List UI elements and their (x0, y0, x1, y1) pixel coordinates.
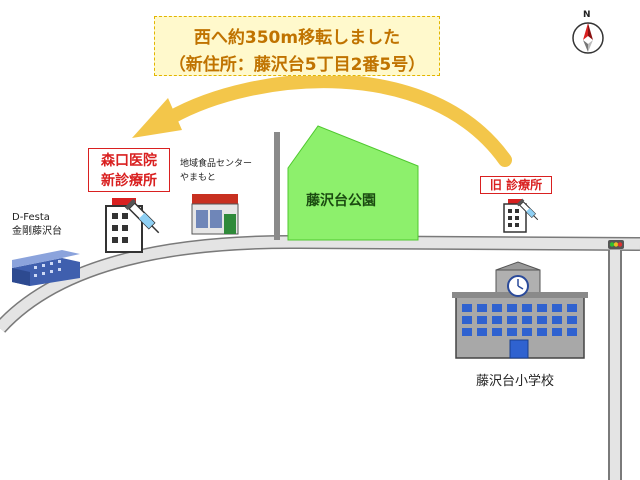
relocation-arrow (163, 74, 512, 167)
school-window (492, 304, 502, 312)
school-window (567, 328, 577, 336)
school-window (567, 316, 577, 324)
old-clinic-syringe-icon (516, 198, 539, 221)
north-compass-icon (572, 22, 604, 54)
school-window (537, 304, 547, 312)
traffic-signal-icon (608, 240, 624, 249)
school-window (522, 304, 532, 312)
school-window (462, 316, 472, 324)
notice-line-1: 西へ約350m移転しました (193, 28, 401, 48)
school-window (477, 328, 487, 336)
relocation-notice: 西へ約350m移転しました （新住所：藤沢台5丁目2番5号） (154, 16, 440, 76)
school-window (522, 316, 532, 324)
school-label: 藤沢台小学校 (476, 374, 555, 389)
school-window (507, 328, 517, 336)
school-window (462, 304, 472, 312)
food-store-line-2: やまもと (180, 173, 216, 183)
school-windows (462, 304, 577, 336)
school-window (492, 328, 502, 336)
street-pole (274, 132, 280, 240)
dfesta-building-icon (12, 250, 80, 286)
dfesta-label: D-Festa 金剛藤沢台 (12, 211, 62, 239)
school-window (552, 304, 562, 312)
school-window (552, 316, 562, 324)
food-store-label: 地域食品センター やまもと (180, 157, 252, 185)
food-store-line-1: 地域食品センター (180, 159, 253, 169)
new-clinic-name: 森口医院 (101, 153, 157, 169)
school-window (507, 304, 517, 312)
school-window (477, 316, 487, 324)
food-store-icon (191, 194, 239, 235)
notice-line-2: （新住所：藤沢台5丁目2番5号） (168, 55, 426, 75)
school-window (477, 304, 487, 312)
new-clinic-label: 森口医院 新診療所 (88, 148, 170, 192)
school-window (462, 328, 472, 336)
school-window (567, 304, 577, 312)
school-window (537, 328, 547, 336)
new-clinic-sub: 新診療所 (101, 173, 157, 189)
school-window (522, 328, 532, 336)
school-window (552, 328, 562, 336)
dfesta-line-2: 金剛藤沢台 (12, 226, 62, 237)
dfesta-line-1: D-Festa (12, 212, 50, 223)
school-window (507, 316, 517, 324)
school-window (537, 316, 547, 324)
old-clinic-building-icon (503, 199, 527, 233)
park-area (287, 125, 419, 241)
park-label: 藤沢台公園 (306, 193, 376, 209)
school-window (492, 316, 502, 324)
compass-north-label: N (583, 10, 591, 20)
syringe-icon (124, 198, 160, 234)
old-clinic-label: 旧 診療所 (480, 176, 552, 194)
